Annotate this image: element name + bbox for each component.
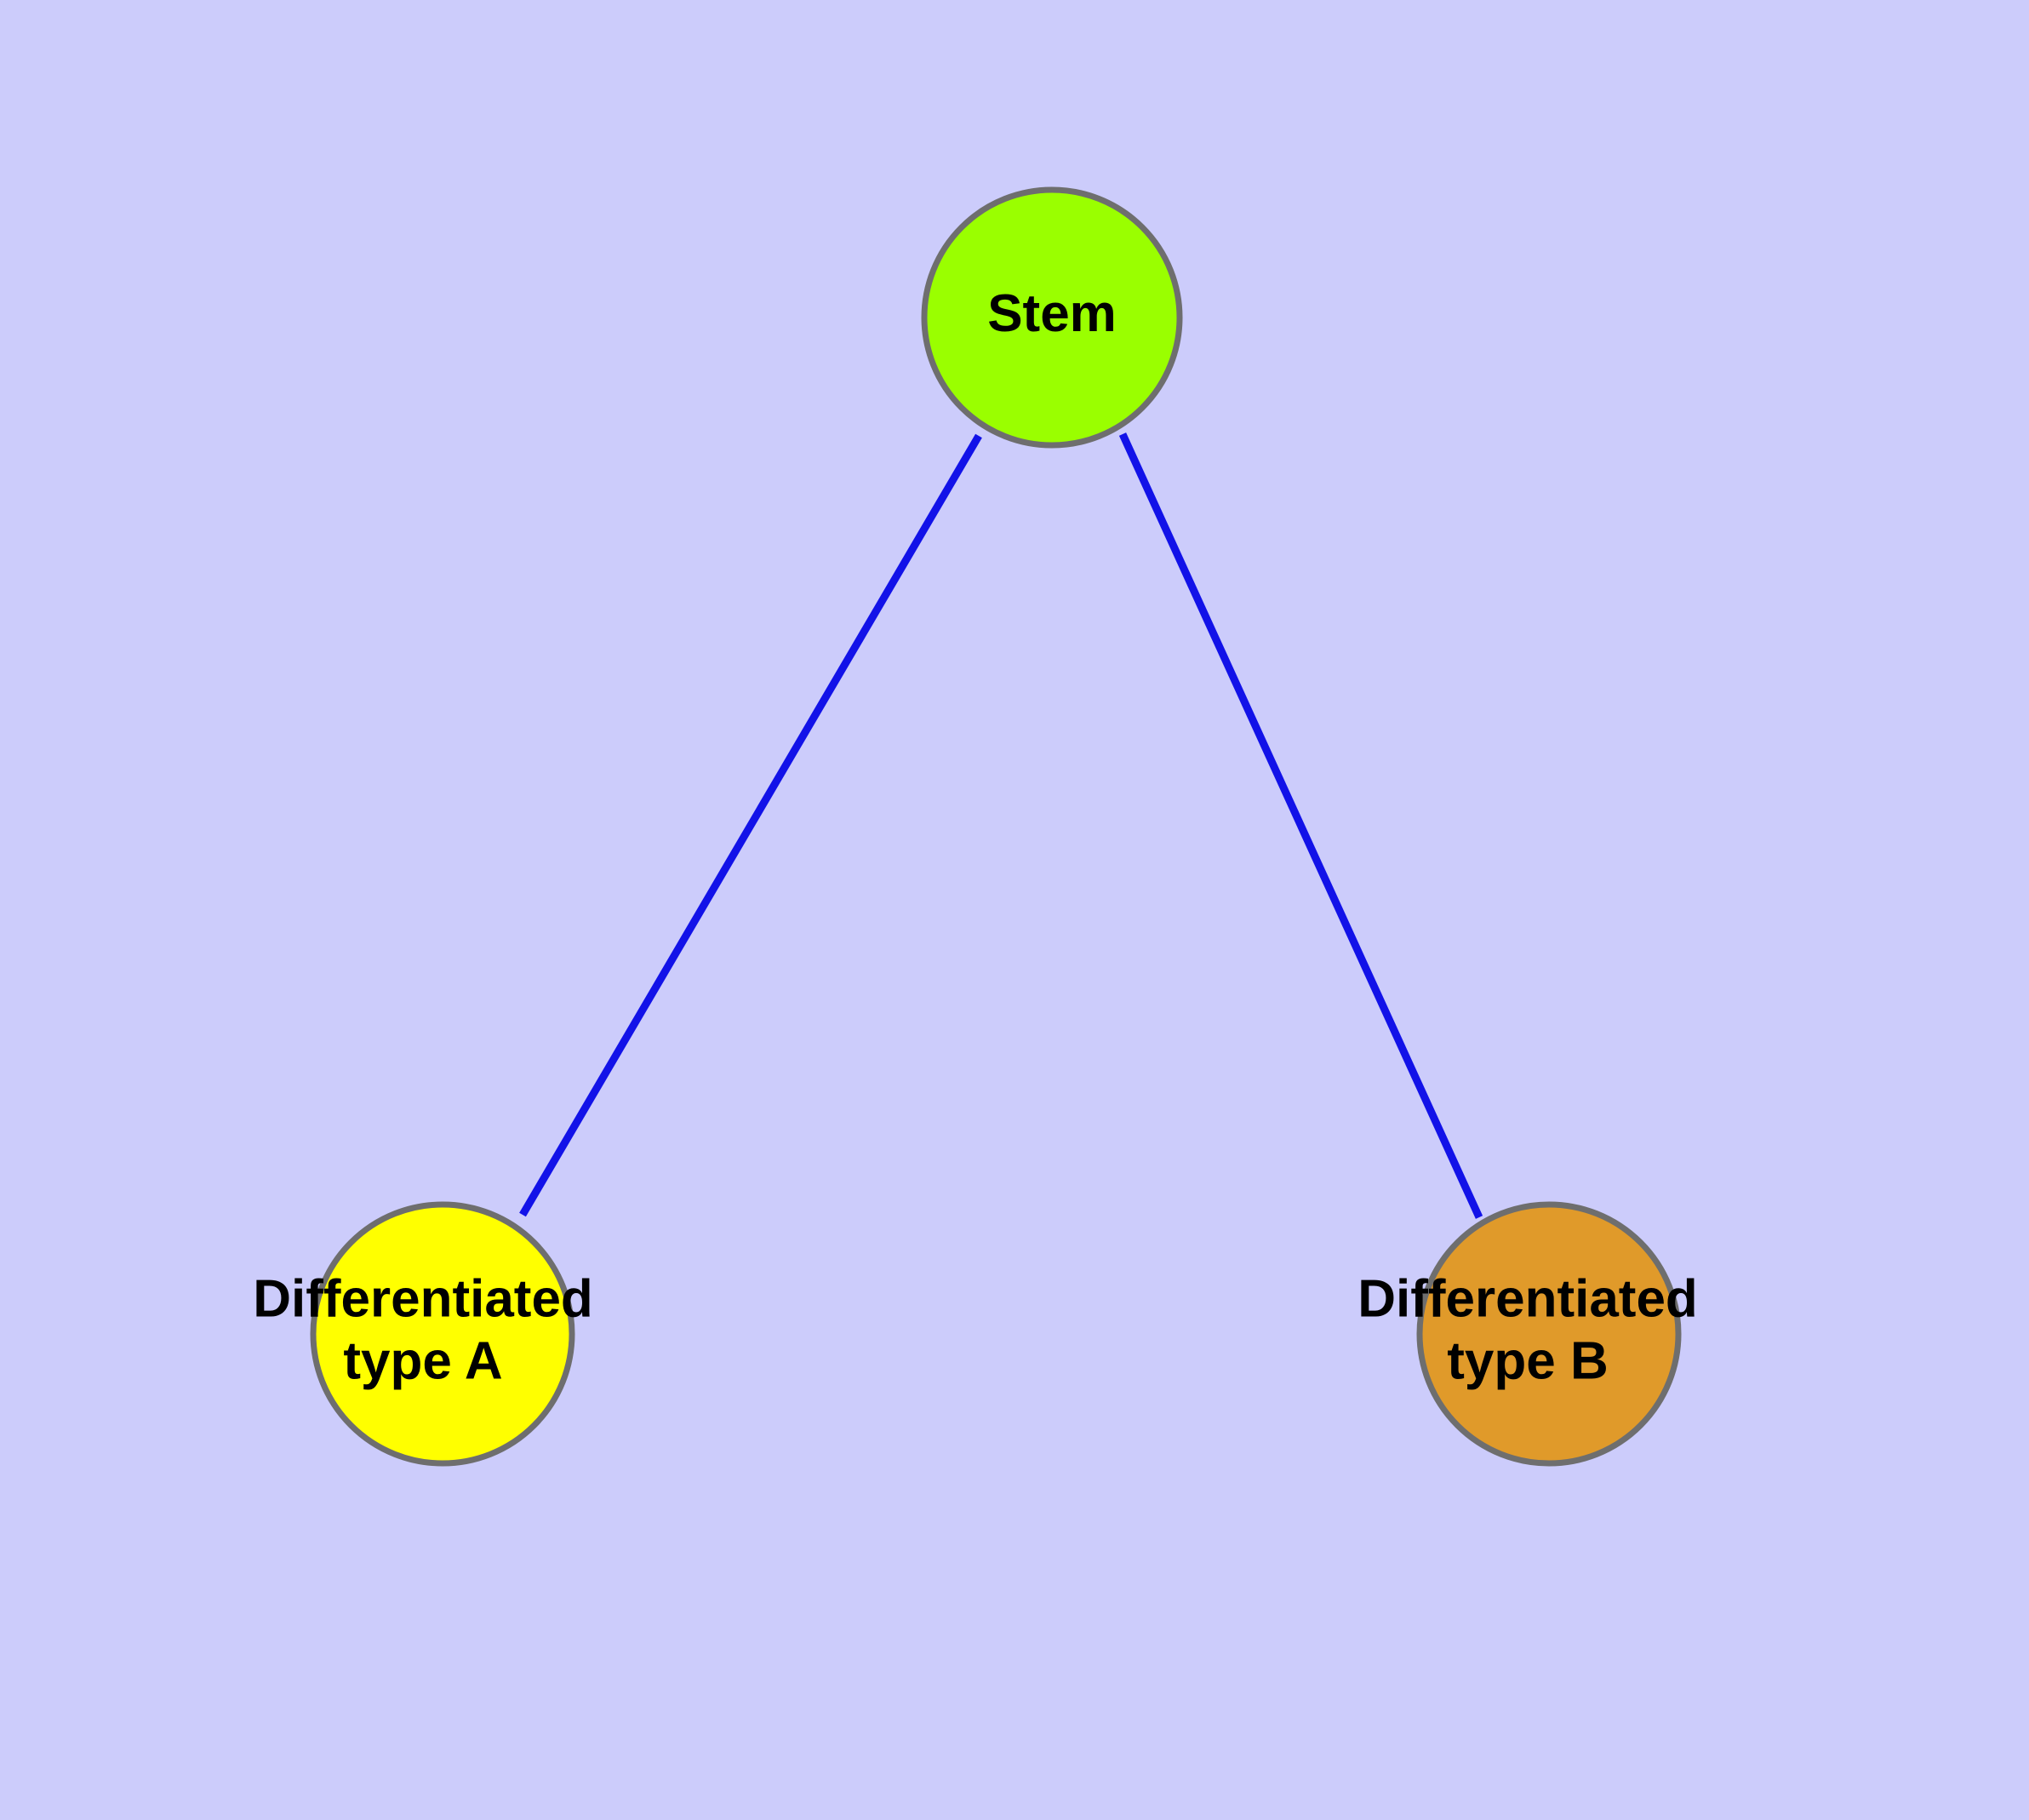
- nodes-group: [310, 186, 1682, 1467]
- edge-stem-to-diff-a[interactable]: [519, 433, 982, 1217]
- label-line: type B: [1447, 1332, 1608, 1391]
- node-differentiated-type-b[interactable]: [1416, 1201, 1682, 1467]
- edge-stem-to-diff-b[interactable]: [1118, 432, 1483, 1219]
- label-line: Differentiated: [253, 1270, 593, 1329]
- label-line: Differentiated: [1357, 1270, 1698, 1329]
- node-stem[interactable]: [921, 186, 1183, 449]
- label-line: Stem: [987, 284, 1117, 343]
- label-line: type A: [343, 1332, 502, 1391]
- edges-group: [519, 432, 1483, 1219]
- node-stem-label: Stem: [987, 284, 1117, 343]
- node-differentiated-type-a[interactable]: [310, 1201, 575, 1467]
